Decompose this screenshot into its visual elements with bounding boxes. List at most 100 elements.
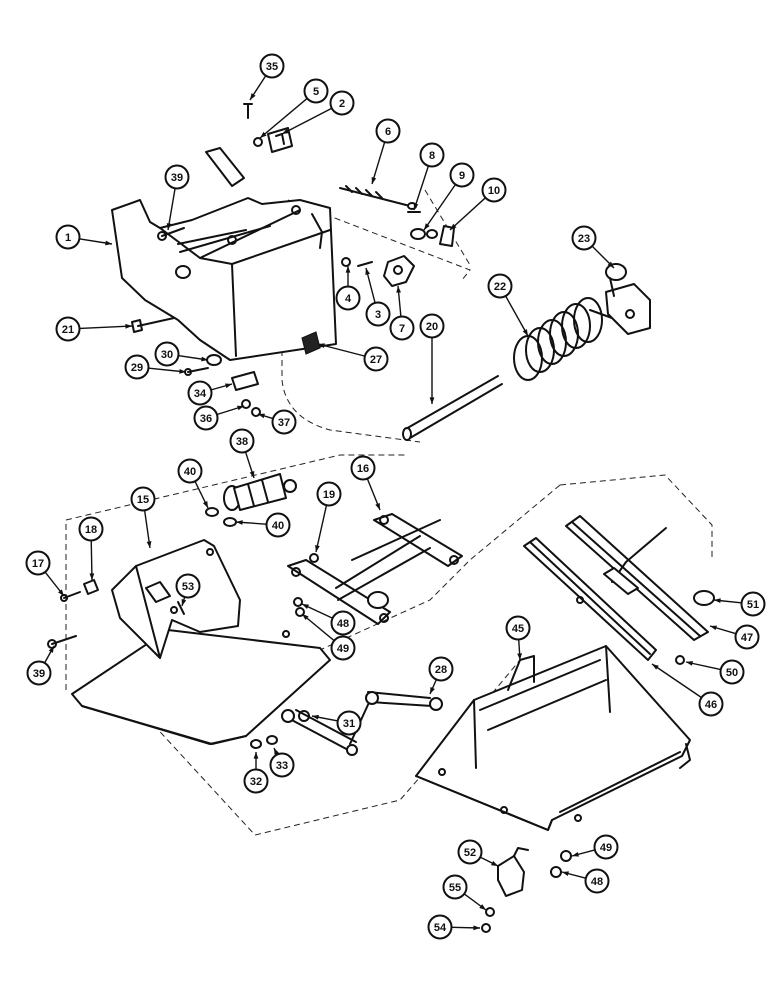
bolt-39-top bbox=[157, 227, 185, 241]
washer-4 bbox=[341, 257, 351, 267]
callout-number: 33 bbox=[276, 760, 288, 772]
callout-47: 47 bbox=[709, 624, 760, 650]
callout-number: 40 bbox=[184, 466, 196, 478]
callout-15: 15 bbox=[130, 486, 156, 549]
callout-number: 54 bbox=[434, 922, 447, 934]
callout-balloon bbox=[389, 315, 415, 341]
callout-balloon bbox=[164, 164, 190, 190]
callout-23: 23 bbox=[571, 225, 615, 269]
callout-number: 45 bbox=[512, 623, 524, 635]
nut-5 bbox=[253, 137, 263, 147]
callout-number: 2 bbox=[339, 98, 345, 110]
callout-arrowhead bbox=[375, 503, 380, 510]
callout-arrowhead bbox=[522, 329, 528, 336]
callout-balloon bbox=[175, 573, 201, 599]
callout-arrowhead bbox=[318, 343, 325, 348]
callout-arrowhead bbox=[430, 687, 435, 694]
link-28 bbox=[281, 691, 443, 756]
callout-54: 54 bbox=[427, 914, 481, 940]
callout-number: 20 bbox=[426, 321, 438, 333]
nut-55-54 bbox=[481, 907, 495, 933]
callout-arrowhead bbox=[237, 405, 244, 411]
callout-52: 52 bbox=[457, 839, 499, 867]
callout-arrowhead bbox=[58, 589, 64, 596]
callout-number: 1 bbox=[65, 232, 71, 244]
callout-arrowhead bbox=[201, 356, 208, 362]
callout-balloon bbox=[734, 624, 760, 650]
callout-arrowhead bbox=[249, 471, 255, 478]
callout-balloon bbox=[316, 481, 342, 507]
nut-31 bbox=[298, 710, 310, 722]
callout-balloon bbox=[78, 516, 104, 542]
screw-50 bbox=[675, 655, 685, 665]
callout-8: 8 bbox=[413, 142, 445, 211]
callout-number: 52 bbox=[464, 847, 476, 859]
callout-53: 53 bbox=[175, 573, 201, 607]
callout-arrowhead bbox=[345, 266, 351, 273]
callout-balloon bbox=[330, 635, 356, 661]
callout-arrowhead bbox=[517, 653, 522, 660]
callout-39: 39 bbox=[164, 164, 190, 231]
callout-balloon bbox=[26, 660, 52, 686]
screw-53 bbox=[177, 601, 185, 615]
callout-number: 48 bbox=[337, 618, 349, 630]
callout-number: 5 bbox=[313, 86, 319, 98]
callout-2: 2 bbox=[281, 90, 355, 135]
callout-arrowhead bbox=[225, 383, 232, 389]
callout-number: 39 bbox=[171, 172, 183, 184]
bolt-21 bbox=[131, 317, 175, 333]
callout-balloon bbox=[187, 380, 213, 406]
callout-arrowhead bbox=[710, 625, 717, 631]
callout-number: 18 bbox=[85, 524, 97, 536]
knob-27 bbox=[301, 331, 321, 355]
callout-21: 21 bbox=[55, 316, 133, 342]
callout-balloon bbox=[259, 53, 285, 79]
callout-leader bbox=[449, 197, 486, 231]
callout-number: 29 bbox=[131, 362, 143, 374]
callout-balloon bbox=[154, 341, 180, 367]
callout-number: 46 bbox=[705, 699, 717, 711]
callout-arrowhead bbox=[179, 368, 186, 374]
callout-leader bbox=[505, 296, 529, 337]
callout-balloon bbox=[584, 868, 610, 894]
callout-40: 40 bbox=[177, 458, 209, 509]
callout-arrowhead bbox=[315, 545, 320, 552]
callout-number: 53 bbox=[182, 581, 194, 593]
callout-28: 28 bbox=[428, 656, 454, 695]
callout-balloon bbox=[243, 768, 269, 794]
callout-19: 19 bbox=[315, 481, 342, 553]
callout-arrowhead bbox=[473, 925, 480, 931]
callout-6: 6 bbox=[371, 118, 401, 185]
callout-36: 36 bbox=[193, 405, 245, 431]
callout-number: 28 bbox=[435, 664, 447, 676]
screw-35 bbox=[243, 103, 253, 119]
callout-balloon bbox=[55, 224, 81, 250]
callout-balloon bbox=[505, 615, 531, 641]
callout-number: 49 bbox=[337, 643, 349, 655]
callout-arrowhead bbox=[146, 541, 152, 548]
bolt-17 bbox=[60, 591, 81, 602]
callout-arrowhead bbox=[166, 223, 172, 230]
callout-10: 10 bbox=[449, 177, 507, 231]
callout-32: 32 bbox=[243, 752, 269, 794]
callout-leader bbox=[281, 107, 332, 135]
callout-arrowhead bbox=[714, 598, 721, 604]
callout-arrowhead bbox=[371, 177, 377, 184]
callout-arrowhead bbox=[302, 614, 309, 621]
callout-balloon bbox=[487, 273, 513, 299]
spring-22 bbox=[513, 297, 613, 381]
callout-balloon bbox=[330, 610, 356, 636]
bolt-39-lower bbox=[47, 635, 77, 649]
callout-leader bbox=[317, 343, 365, 357]
callout-arrowhead bbox=[562, 871, 569, 876]
callout-arrowhead bbox=[282, 128, 289, 134]
bushings-40 bbox=[205, 507, 237, 527]
callout-arrowhead bbox=[181, 599, 187, 606]
callout-number: 51 bbox=[747, 599, 759, 611]
washer-9 bbox=[410, 228, 438, 240]
callout-balloon bbox=[740, 591, 766, 617]
callout-number: 27 bbox=[370, 354, 382, 366]
callout-number: 6 bbox=[385, 126, 391, 138]
